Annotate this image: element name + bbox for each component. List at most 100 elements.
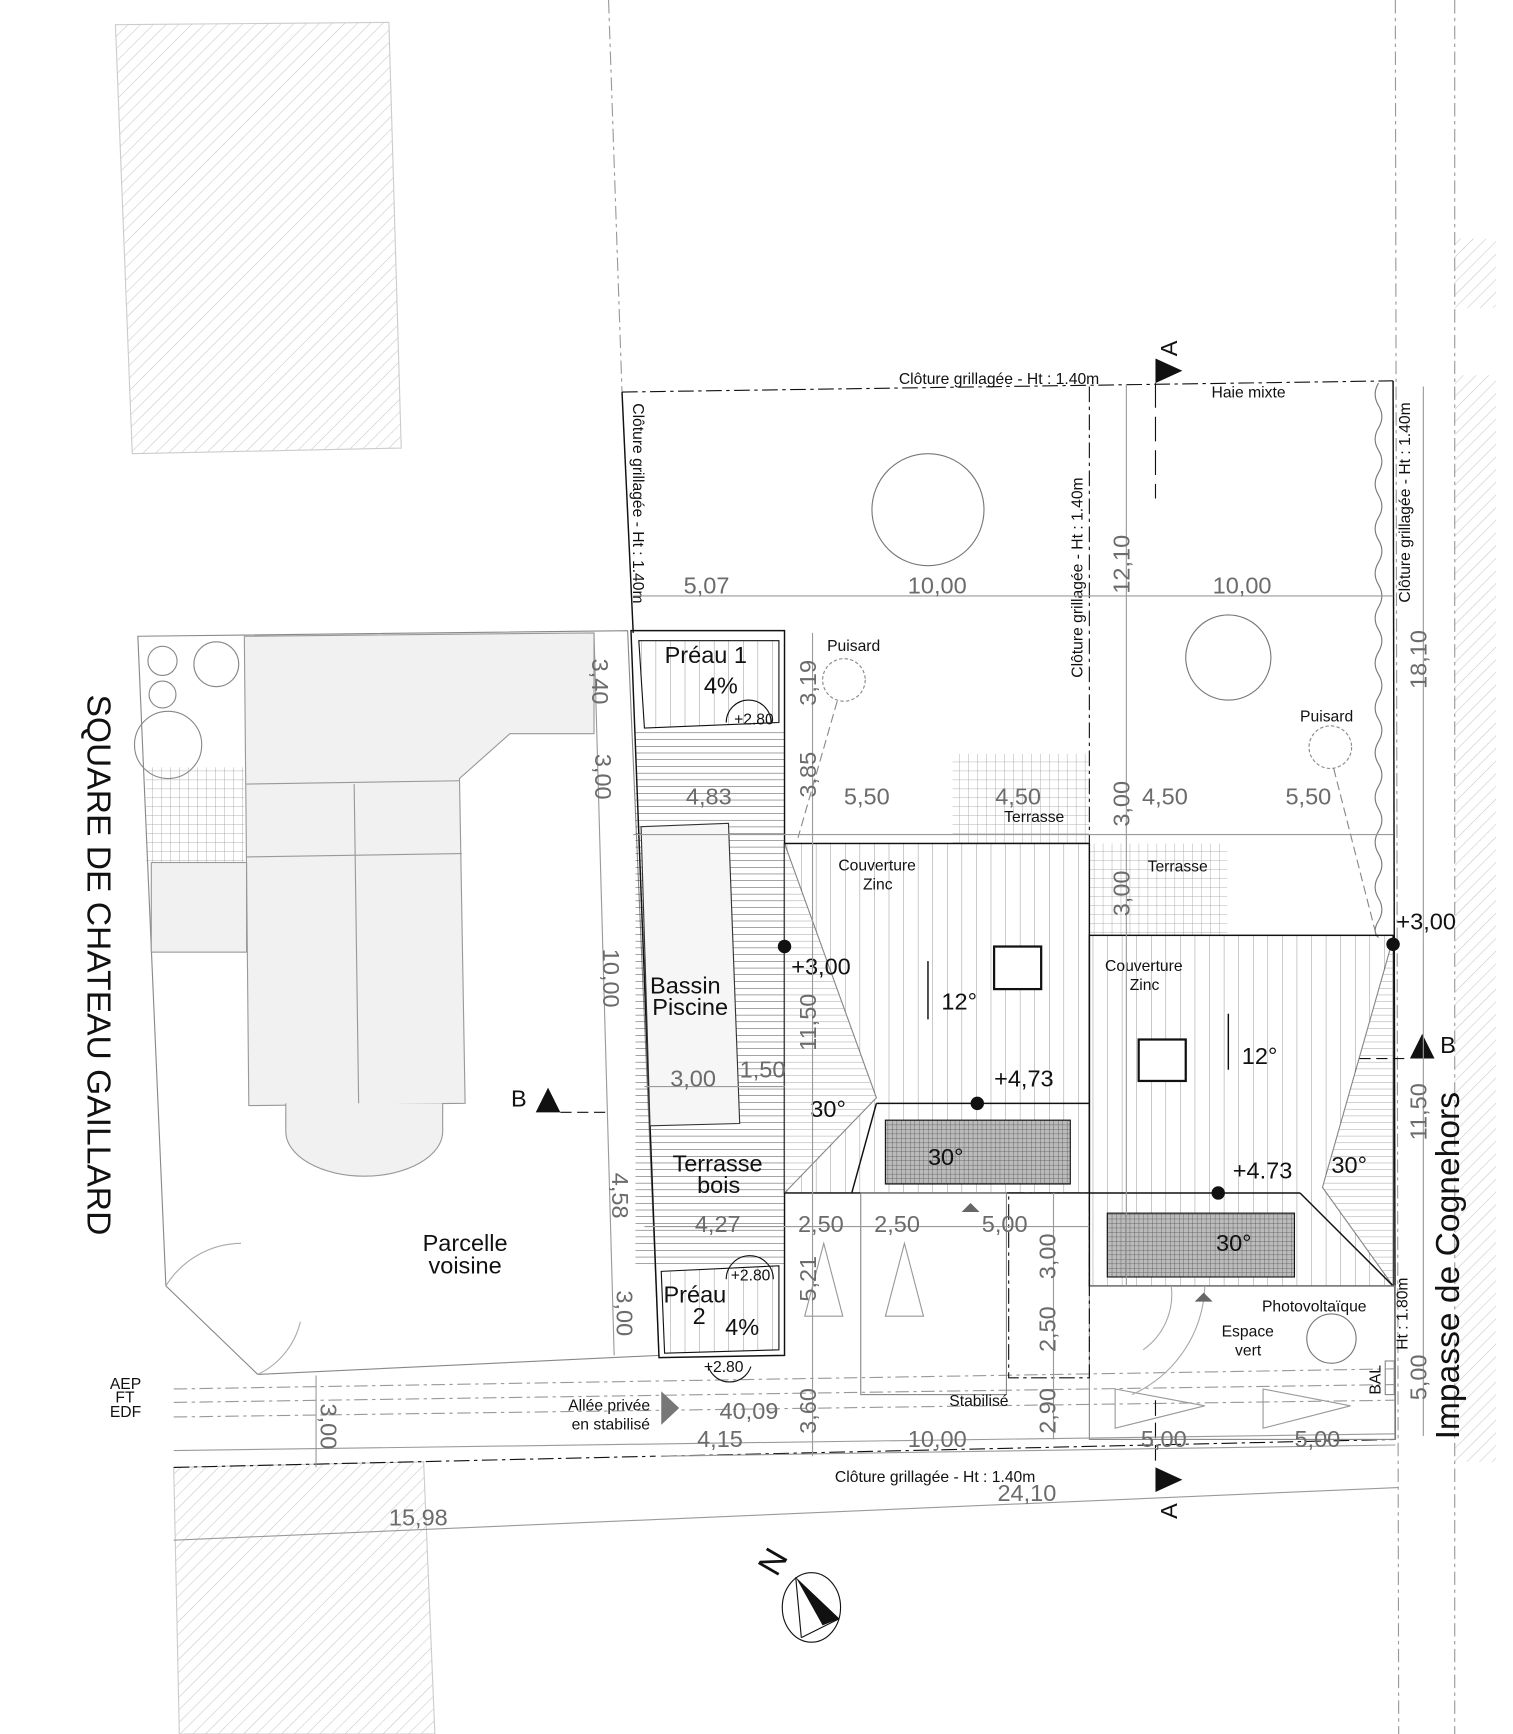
neighbour-building-bottom [173,1461,436,1734]
dim-label: 12,10 [1109,535,1135,594]
dim-label: 10,00 [1213,573,1272,599]
level-marker [777,939,792,954]
green-space-label-2: vert [1235,1342,1262,1359]
preau1-slope: 4% [704,672,738,698]
dim-label: 4,50 [1142,783,1188,809]
fence-label-top: Clôture grillagée - Ht : 1.40m [899,371,1099,388]
terrace-1 [952,753,1090,844]
dim-label: 40,09 [720,1398,779,1424]
section-a-top: A [1156,340,1182,356]
neighbour-strip-right [1454,238,1497,309]
street-name-left: SQUARE DE CHATEAU GAILLARD [79,694,116,1235]
dim-label: 5,07 [684,573,730,599]
level-marker [970,1096,985,1111]
house1-roof-label-1: Couverture [838,857,916,874]
dim-label: 5,50 [844,783,890,809]
preau2-level-2: +2.80 [704,1359,744,1376]
dim-label: 5,00 [1141,1426,1187,1452]
tree [1185,614,1272,701]
dim-label: 3,00 [1109,871,1135,917]
neighbour-label-1: Parcelle [423,1230,508,1256]
mailbox-label: BAL [1368,1365,1385,1395]
solar-panel [884,1119,1071,1185]
dim-label: 24,10 [997,1480,1056,1506]
lane-label-1: Allée privée [568,1397,650,1414]
dim-label: 3,00 [316,1404,342,1450]
neighbour-parcel: Parcelle voisine [133,630,660,1376]
preau2-label: Préau [663,1282,726,1308]
house-2-roof: Couverture Zinc +3,00 12° +4.73 30° 30° [1088,909,1456,1288]
dim-label: 5,21 [795,1256,821,1302]
dim-label: 3,00 [1035,1233,1061,1279]
dim-label: 10,00 [598,949,624,1008]
house2-main-pitch: 12° [1242,1043,1278,1069]
dim-label: 3,19 [795,660,821,706]
fence-label-bottom: Clôture grillagée - Ht : 1.40m [835,1469,1035,1486]
house-1-roof: Couverture Zinc +3,00 12° +4,73 30° 30° [777,842,1091,1195]
section-markers: A A B B [511,340,1456,1519]
dim-label: 5,00 [982,1211,1028,1237]
section-b-left: B [511,1086,527,1112]
dim-label: 4,15 [697,1426,743,1452]
dim-label: 4,50 [995,783,1041,809]
sump [1308,725,1353,769]
dim-label: 3,60 [795,1388,821,1434]
deck-label-1: Terrasse [672,1151,762,1177]
tree [871,453,985,567]
preau2-slope: 4% [725,1314,759,1340]
house2-pv-pitch: 30° [1216,1230,1252,1256]
dim-label: 3,00 [1109,781,1135,827]
roof-window [1137,1038,1187,1083]
dim-label: 2,50 [874,1211,920,1237]
terrace-2 [1089,843,1228,936]
fence-label-middle: Clôture grillagée - Ht : 1.40m [1070,477,1087,677]
preau2-level: +2.80 [731,1267,771,1284]
dim-label: 5,50 [1285,783,1331,809]
pv-label: Photovoltaïque [1262,1299,1367,1316]
house1-main-pitch: 12° [941,988,977,1014]
pool-label-1: Bassin [650,973,721,999]
lane-arrow [661,1391,680,1425]
dim-label: 5,00 [1294,1426,1340,1452]
paving-label: Stabilisé [949,1393,1009,1410]
section-a-bottom: A [1156,1503,1182,1519]
house1-eave-level: +3,00 [791,954,851,980]
fence-right [1392,380,1397,1440]
lane-label-2: en stabilisé [572,1416,651,1433]
dim-label: 5,00 [1406,1354,1432,1400]
dim-label: 1,50 [740,1057,786,1083]
dim-label: 15,98 [389,1505,448,1531]
dim-label: 18,10 [1406,630,1432,689]
terrace-1-label: Terrasse [1004,809,1064,826]
house2-hip-pitch: 30° [1331,1152,1367,1178]
network-ft: FT [115,1389,135,1406]
north-label: N [752,1542,796,1582]
roof-window [992,945,1043,991]
pool-area: Préau 1 4% +2.80 Bassin Piscine Terrasse… [630,629,786,1383]
fence-bottom [661,1438,1396,1457]
house1-ridge-level: +4,73 [994,1066,1054,1092]
north-arrow: N [752,1542,842,1643]
network-aep: AEP [110,1376,141,1393]
level-marker [1211,1186,1225,1200]
neighbour-strip-right-2 [1454,375,1497,1462]
solar-panel [1106,1212,1296,1278]
deck-label-2: bois [697,1172,740,1198]
street-name-right: Impasse de Cognehors [1430,1092,1467,1439]
house2-roof-label-1: Couverture [1105,958,1183,975]
dim-label: 2,90 [1035,1388,1061,1434]
mailbox [1384,1360,1395,1396]
terrace-2-label: Terrasse [1148,858,1208,875]
dim-label: 10,00 [908,573,967,599]
preau1-level: +2.80 [734,712,774,729]
sump-label-2: Puisard [1300,708,1353,725]
sump-label-1: Puisard [827,638,880,655]
dim-label: 3,40 [587,659,613,705]
dim-label: 3,00 [670,1066,716,1092]
hedge [1374,382,1383,938]
dim-label: 11,50 [795,994,821,1051]
green-space-label-1: Espace [1222,1323,1275,1340]
network-edf: EDF [110,1404,141,1421]
level-marker [1386,937,1400,952]
